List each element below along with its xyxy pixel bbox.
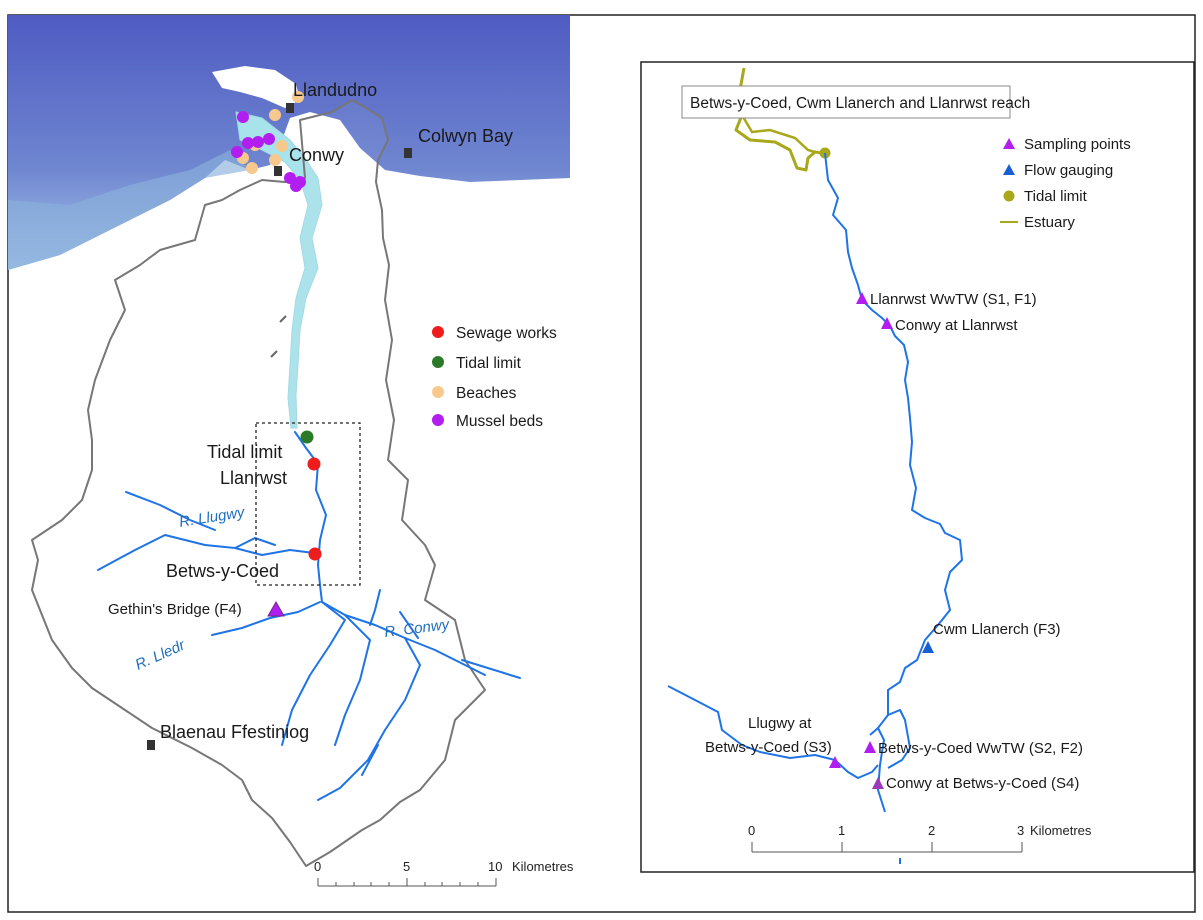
site-label-gethins-bridge: Gethin's Bridge (F4) — [108, 601, 242, 618]
town-icon — [147, 103, 412, 750]
site-label-betws-wwtw: Betws-y-Coed WwTW (S2, F2) — [878, 740, 1083, 757]
site-label-llugwy-line1: Llugwy at — [748, 715, 812, 732]
gethins-bridge-marker — [267, 600, 285, 617]
tidal-limit-marker — [300, 430, 314, 444]
legend-swatch-sewage — [432, 326, 444, 338]
river-network — [97, 431, 521, 801]
scale-tick-10: 10 — [488, 859, 502, 874]
legend-swatch-beaches — [432, 386, 444, 398]
overview-map: Llandudno Colwyn Bay Conwy Tidal limit L… — [8, 15, 574, 887]
scale-unit: Kilometres — [512, 859, 574, 874]
inset-scale-bar: 0 1 2 3 Kilometres — [748, 823, 1092, 864]
inset-scale-tick-1: 1 — [838, 823, 845, 838]
marker-conwy-betws — [872, 777, 884, 789]
mussel-bed-markers — [231, 111, 306, 192]
legend-swatch-sampling — [1003, 138, 1015, 149]
marker-llanrwst-wwtw — [856, 292, 868, 304]
site-label-cwm-llanerch: Cwm Llanerch (F3) — [933, 621, 1061, 638]
legend-label-tidal-limit: Tidal limit — [1024, 188, 1088, 205]
study-reach-box — [255, 422, 361, 586]
coastal-shallows — [8, 150, 250, 270]
overview-legend: Sewage works Tidal limit Beaches Mussel … — [432, 325, 557, 430]
marker-cwm-llanerch — [922, 641, 934, 653]
marker-llugwy-betws — [829, 756, 841, 768]
site-label-llugwy-line2: Betws-y-Coed (S3) — [705, 739, 832, 756]
inset-scale-tick-2: 2 — [928, 823, 935, 838]
scale-tick-0: 0 — [314, 859, 321, 874]
legend-swatch-mussel — [432, 414, 444, 426]
town-label-llandudno: Llandudno — [293, 80, 377, 100]
legend-label-sampling: Sampling points — [1024, 136, 1131, 153]
scale-tick-5: 5 — [403, 859, 410, 874]
marker-betws-wwtw — [864, 741, 876, 753]
legend-label-sewage: Sewage works — [456, 325, 557, 342]
legend-swatch-tidal-limit — [1003, 190, 1015, 202]
legend-label-estuary: Estuary — [1024, 214, 1075, 231]
inset-map: Betws-y-Coed, Cwm Llanerch and Llanrwst … — [640, 61, 1195, 873]
site-label-conwy-llanrwst: Conwy at Llanrwst — [895, 317, 1018, 334]
inset-scale-tick-0: 0 — [748, 823, 755, 838]
inset-legend: Sampling points Flow gauging Tidal limit… — [1000, 136, 1131, 231]
legend-swatch-tidal — [432, 356, 444, 368]
marker-conwy-llanrwst — [881, 317, 893, 329]
legend-label-tidal: Tidal limit — [456, 355, 522, 372]
town-label-llanrwst: Llanrwst — [220, 468, 287, 488]
town-label-tidal-limit: Tidal limit — [207, 442, 282, 462]
road-markers — [270, 315, 287, 358]
site-label-conwy-betws: Conwy at Betws-y-Coed (S4) — [886, 775, 1079, 792]
legend-label-flow: Flow gauging — [1024, 162, 1113, 179]
inset-scale-tick-3: 3 — [1017, 823, 1024, 838]
llanrwst-sewage-marker — [307, 457, 321, 471]
site-label-llanrwst-wwtw: Llanrwst WwTW (S1, F1) — [870, 291, 1037, 308]
town-label-colwyn-bay: Colwyn Bay — [418, 126, 513, 146]
great-orme-headland — [212, 66, 300, 108]
inset-sampling-markers — [829, 292, 893, 789]
legend-label-beaches: Beaches — [456, 385, 517, 402]
betws-sewage-marker — [308, 547, 322, 561]
inset-frame — [640, 61, 1195, 873]
legend-swatch-flow — [1003, 164, 1015, 175]
inset-title: Betws-y-Coed, Cwm Llanerch and Llanrwst … — [690, 95, 1030, 112]
inset-scale-unit: Kilometres — [1030, 823, 1092, 838]
town-label-betws-y-coed: Betws-y-Coed — [166, 561, 279, 581]
town-label-conwy: Conwy — [289, 145, 344, 165]
inset-title-box — [681, 85, 1011, 119]
overview-scale-bar: 0 5 10 Kilometres — [314, 859, 574, 887]
catchment-boundary — [31, 99, 486, 867]
inset-river — [667, 152, 963, 813]
town-label-blaenau: Blaenau Ffestiniog — [160, 722, 309, 742]
legend-label-mussel: Mussel beds — [456, 413, 543, 430]
